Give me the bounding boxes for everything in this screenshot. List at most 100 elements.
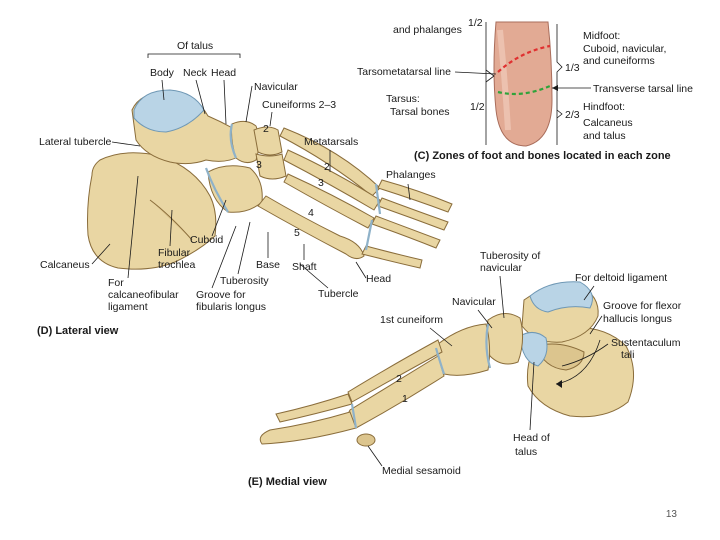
leader-tarsometatarsal [454, 71, 497, 75]
bone-cuneiform-3 [255, 153, 287, 180]
caption-panel-d: (D) Lateral view [37, 325, 119, 337]
joints-medial [350, 323, 492, 429]
label-frac-1-3: 1/3 [565, 62, 580, 74]
label-frac-2-3: 2/3 [565, 109, 580, 121]
label-base: Base [256, 259, 280, 271]
number-metatarsal-1-medial: 1 [402, 393, 408, 405]
bone-cuneiform-1 [437, 323, 491, 376]
bone-cuneiform-2 [253, 126, 283, 156]
label-fibular-l2: trochlea [158, 259, 196, 271]
leader-lateral-tubercle [111, 141, 141, 147]
label-head-talus-l1: Head of [513, 432, 550, 444]
label-head-mt: Head [366, 273, 391, 285]
label-calcaneus: Calcaneus [40, 259, 90, 271]
leader-navicular-e [477, 309, 493, 329]
label-tubercle: Tubercle [318, 288, 359, 300]
number-cuneiform-2: 2 [263, 123, 269, 135]
phalanges-toe-4 [371, 215, 441, 249]
leader-tuberosity-navicular [499, 275, 505, 319]
label-for-deltoid: For deltoid ligament [575, 272, 667, 284]
tarsometatarsal-line [497, 44, 551, 73]
joint-calcaneocuboid [204, 167, 229, 213]
arrow-transverse [552, 85, 558, 91]
number-metatarsal-5: 5 [294, 227, 300, 239]
label-tarsus-title: Tarsus: [386, 93, 420, 105]
bone-calcaneus [87, 152, 217, 270]
cartilage-talus-medial [529, 281, 593, 313]
sustentaculum-tali-shape [535, 343, 585, 371]
leader-navicular-d [245, 85, 253, 123]
joint-mtp [364, 183, 382, 251]
leader-phalanges [407, 183, 411, 201]
phalanges-toe-3 [377, 197, 449, 231]
number-metatarsal-4: 4 [308, 207, 314, 219]
panel-d: Of talus Body Neck Head Navicular Cuneif… [37, 40, 453, 337]
number-metatarsal-2: 2 [324, 161, 330, 173]
number-cuneiform-3: 3 [256, 159, 262, 171]
leader-tubercle [299, 263, 329, 289]
panel-e: Tuberosity of navicular For deltoid liga… [248, 250, 682, 488]
bracket-of-talus [147, 53, 241, 58]
label-head: Head [211, 67, 236, 79]
fibular-trochlea-ridge [149, 199, 193, 241]
panel-c: and phalanges 1/2 Midfoot: Cuboid, navic… [357, 17, 700, 168]
label-sustentaculum-l2: tali [621, 349, 634, 361]
label-for-calc-l1: For [108, 277, 124, 289]
phalanges-hallux [259, 411, 357, 445]
leader-for-deltoid [583, 285, 595, 301]
joint-talonavicular [229, 123, 238, 159]
label-hindfoot-l1: Calcaneus [583, 117, 633, 129]
zone-bracket-notch [485, 69, 495, 83]
foot-highlight [497, 29, 511, 131]
label-metatarsals: Metatarsals [304, 136, 358, 148]
label-and-phalanges: and phalanges [393, 24, 462, 36]
label-midfoot-l2: and cuneiforms [583, 55, 655, 67]
label-hindfoot-title: Hindfoot: [583, 101, 625, 113]
metatarsal-2-medial [347, 339, 443, 403]
medial-sesamoid-shape [356, 433, 376, 447]
zone-bracket-right [556, 24, 563, 145]
leaders-talus-parts [161, 79, 227, 125]
leader-sustentaculum [561, 343, 609, 367]
phalanges-toe-2 [377, 179, 453, 213]
page-number: 13 [665, 509, 677, 520]
zone-bracket-right-notch [556, 109, 563, 119]
label-hindfoot-l2: and talus [583, 130, 626, 142]
arrow-sustentaculum [556, 380, 562, 388]
label-for-calc-l2: calcaneofibular [108, 289, 179, 301]
leader-calcaneus [91, 243, 111, 265]
label-navicular-d: Navicular [254, 81, 298, 93]
label-body: Body [150, 67, 175, 79]
leader-fibular-trochlea [169, 209, 173, 247]
label-medial-sesamoid: Medial sesamoid [382, 465, 461, 477]
phalanges-toe-5 [361, 245, 423, 269]
label-shaft: Shaft [292, 261, 317, 273]
leader-medial-sesamoid [367, 445, 383, 467]
label-tarsometatarsal-line: Tarsometatarsal line [357, 66, 451, 78]
leader-for-calcaneofibular [127, 175, 139, 279]
label-midfoot-title: Midfoot: [583, 30, 620, 42]
label-groove-l2: fibularis longus [196, 301, 266, 313]
label-frac-1-2: 1/2 [470, 101, 485, 113]
metatarsal-5 [257, 195, 365, 260]
leader-first-cuneiform [429, 327, 453, 347]
label-of-talus: Of talus [177, 40, 213, 52]
label-groove-fhl-l1: Groove for flexor [603, 300, 682, 312]
label-for-calc-l3: ligament [108, 301, 148, 313]
leader-groove-fhl [589, 315, 603, 335]
label-first-cuneiform: 1st cuneiform [380, 314, 443, 326]
caption-panel-e: (E) Medial view [248, 476, 327, 488]
label-cuboid: Cuboid [190, 234, 223, 246]
label-tuberosity-nav-l1: Tuberosity of [480, 250, 540, 262]
label-tarsal-bones: Tarsal bones [390, 106, 450, 118]
label-midfoot-l1: Cuboid, navicular, [583, 43, 666, 55]
phalanges-toe-2-medial [275, 393, 353, 423]
label-groove-l1: Groove for [196, 289, 246, 301]
number-metatarsal-2-medial: 2 [396, 373, 402, 385]
label-navicular-e: Navicular [452, 296, 496, 308]
label-groove-fhl-l2: hallucis longus [603, 313, 672, 325]
leader-tuberosity [237, 221, 251, 275]
label-tuberosity: Tuberosity [220, 275, 269, 287]
